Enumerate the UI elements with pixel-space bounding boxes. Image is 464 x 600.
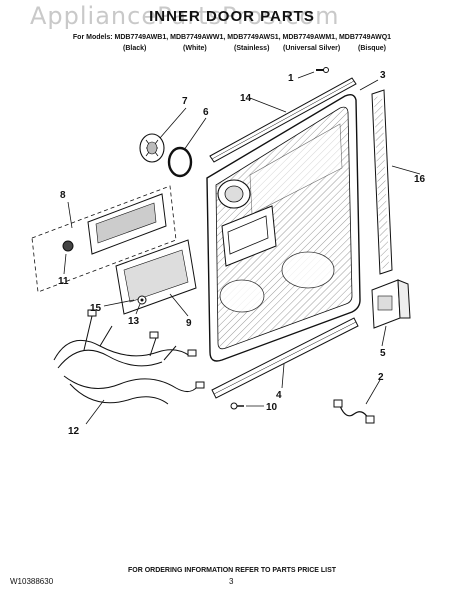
callout-8: 8 [60, 190, 66, 201]
callout-16: 16 [414, 174, 426, 185]
color-stainless: (Stainless) [234, 45, 270, 52]
vent-assembly [139, 133, 165, 163]
callout-labels: 1 3 14 7 6 8 16 11 15 13 9 5 2 4 10 12 [58, 70, 426, 437]
callout-14: 14 [240, 93, 252, 104]
callout-5: 5 [380, 348, 386, 359]
watermark: AppliancePartsPros.com [30, 2, 340, 30]
color-bisque: (Bisque) [358, 45, 386, 52]
color-universal-silver: (Universal Silver) [283, 45, 341, 52]
color-black: (Black) [123, 45, 147, 52]
side-gasket-strip [371, 89, 393, 275]
callout-2: 2 [378, 372, 384, 383]
callout-1: 1 [288, 73, 294, 84]
wire-connector [333, 399, 375, 424]
small-fastener [137, 295, 147, 305]
vent-gasket [167, 146, 193, 178]
screw [316, 67, 329, 73]
page-title: INNER DOOR PARTS [149, 8, 315, 25]
callout-3: 3 [380, 70, 386, 81]
top-trim-strip [209, 77, 357, 163]
color-white: (White) [183, 45, 207, 52]
document-number: W10388630 [10, 577, 54, 586]
callout-4: 4 [276, 390, 282, 401]
bottom-trim-strip [211, 317, 359, 399]
callout-11: 11 [58, 276, 69, 287]
leader-lines [63, 71, 421, 425]
page-number: 3 [229, 577, 234, 586]
callout-13: 13 [128, 316, 140, 327]
callout-10: 10 [266, 402, 278, 413]
bottom-screw [230, 402, 244, 410]
main-wire-harness [53, 309, 205, 405]
callout-9: 9 [186, 318, 192, 329]
callout-6: 6 [203, 107, 209, 118]
callout-12: 12 [68, 426, 80, 437]
callout-15: 15 [90, 303, 102, 314]
control-module-group [31, 185, 177, 293]
models-line: For Models: MDB7749AWB1, MDB7749AWW1, MD… [72, 34, 392, 41]
inner-door-panel [206, 93, 361, 362]
hinge-bracket [371, 279, 411, 329]
control-board [115, 239, 197, 315]
callout-7: 7 [182, 96, 188, 107]
ordering-note: FOR ORDERING INFORMATION REFER TO PARTS … [127, 567, 337, 574]
